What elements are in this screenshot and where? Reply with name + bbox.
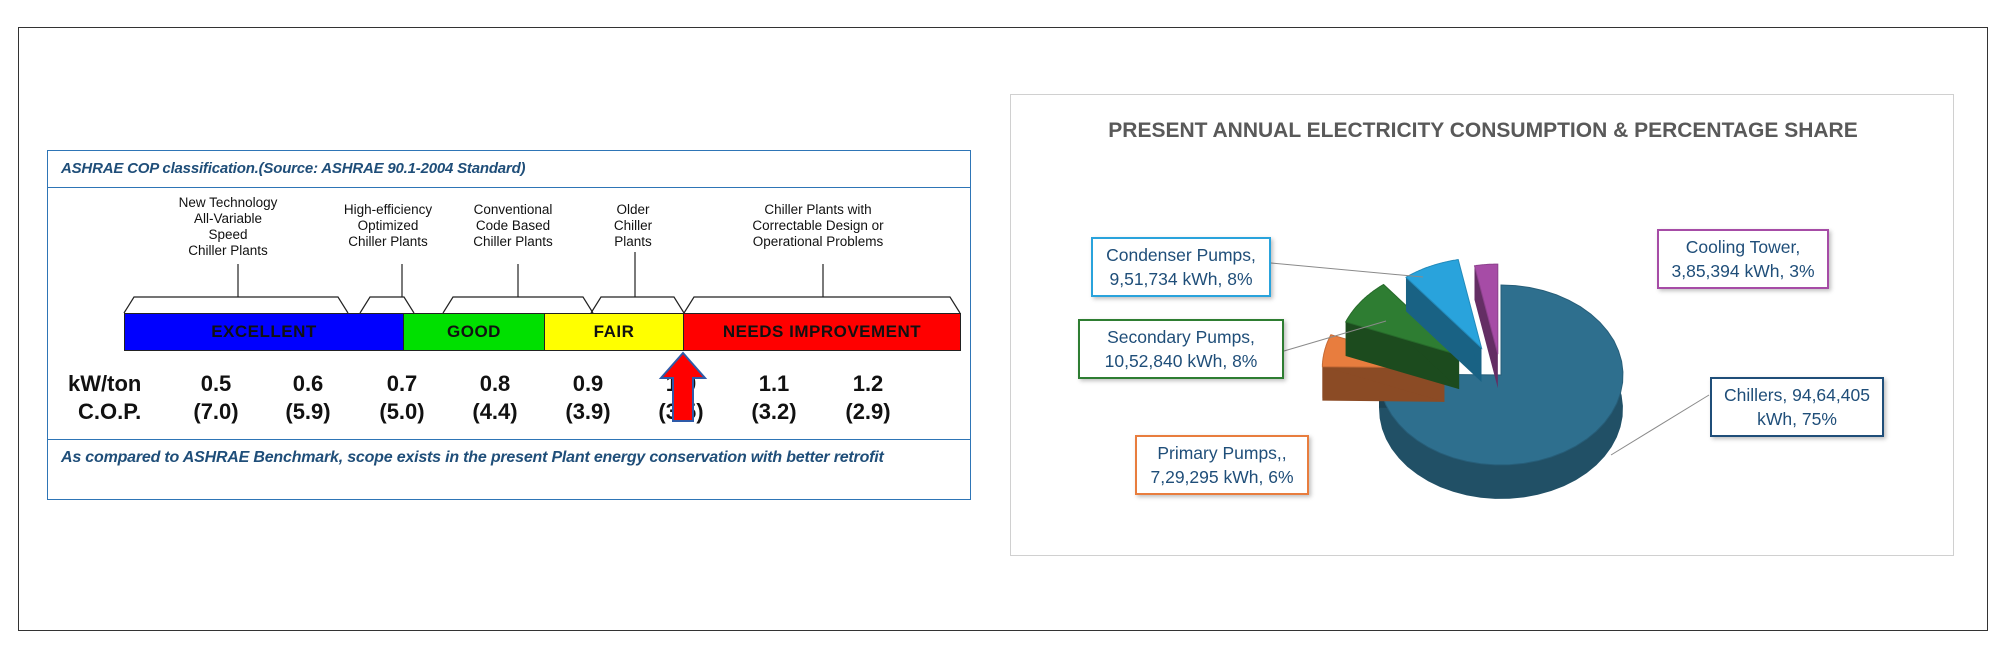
callout-secondary-pumps: Secondary Pumps, 10,52,840 kWh, 8% bbox=[1078, 319, 1284, 379]
pie-chart bbox=[1270, 259, 1710, 499]
cop-value: (3.9) bbox=[565, 399, 611, 424]
kw-value: 0.6 bbox=[292, 371, 324, 396]
band-good-label: GOOD bbox=[447, 322, 501, 341]
kw-value: 1.2 bbox=[852, 371, 884, 396]
figure-frame bbox=[18, 27, 1988, 631]
cop-value: (5.9) bbox=[285, 399, 331, 424]
pie-slice-cooling-tower bbox=[1473, 263, 1499, 389]
leader-line-chillers bbox=[1610, 394, 1710, 456]
band-needs-improvement-label: NEEDS IMPROVEMENT bbox=[722, 322, 922, 341]
ashrae-note: As compared to ASHRAE Benchmark, scope e… bbox=[61, 449, 884, 466]
kw-value: 0.5 bbox=[200, 371, 232, 396]
callout-primary-pumps: Primary Pumps,, 7,29,295 kWh, 6% bbox=[1135, 435, 1309, 495]
ashrae-classification-panel: ASHRAE COP classification.(Source: ASHRA… bbox=[47, 150, 971, 500]
pie-chart-panel: PRESENT ANNUAL ELECTRICITY CONSUMPTION &… bbox=[1010, 94, 1954, 556]
pie-slice-condenser-pumps-top bbox=[1405, 259, 1483, 350]
pie-slice-secondary-pumps-top bbox=[1344, 283, 1460, 356]
ashrae-title: ASHRAE COP classification.(Source: ASHRA… bbox=[61, 160, 526, 177]
pie-slice-condenser-pumps bbox=[1405, 259, 1483, 382]
ashrae-header: ASHRAE COP classification.(Source: ASHRA… bbox=[48, 151, 970, 188]
leader-line-condenser-pumps bbox=[1270, 262, 1424, 278]
kw-value: 0.9 bbox=[572, 371, 604, 396]
cop-value: (7.0) bbox=[193, 399, 239, 424]
band-needs-improvement: NEEDS IMPROVEMENT bbox=[683, 313, 961, 351]
category-label: Older Chiller Plants bbox=[613, 202, 653, 249]
band-excellent-label: EXCELLENT bbox=[211, 322, 317, 341]
band-fair: FAIR bbox=[544, 313, 684, 351]
kw-value: 0.7 bbox=[386, 371, 418, 396]
callout-condenser-pumps: Condenser Pumps, 9,51,734 kWh, 8% bbox=[1091, 237, 1271, 297]
pie-slice-chillers-top bbox=[1378, 284, 1624, 466]
pie-slice-cooling-tower-edge bbox=[1474, 265, 1498, 389]
callout-cooling-tower: Cooling Tower, 3,85,394 kWh, 3% bbox=[1657, 229, 1829, 289]
pie-slice-secondary-pumps-edge bbox=[1345, 321, 1460, 390]
band-fair-label: FAIR bbox=[593, 322, 635, 341]
cop-value: (3.2) bbox=[751, 399, 797, 424]
pie-slice-cooling-tower-top bbox=[1473, 263, 1499, 355]
cop-value: (2.9) bbox=[845, 399, 891, 424]
current-performance-arrow bbox=[658, 351, 708, 422]
cop-value: (4.4) bbox=[472, 399, 518, 424]
category-label: Conventional Code Based Chiller Plants bbox=[473, 202, 553, 249]
cop-label: C.O.P. bbox=[78, 399, 142, 424]
chart-title: PRESENT ANNUAL ELECTRICITY CONSUMPTION &… bbox=[1108, 119, 1858, 142]
kw-value: 1.1 bbox=[758, 371, 790, 396]
kw-value: 0.8 bbox=[479, 371, 511, 396]
cop-value: (5.0) bbox=[379, 399, 425, 424]
band-good: GOOD bbox=[403, 313, 545, 351]
category-label: New Technology All-Variable Speed Chille… bbox=[178, 195, 278, 258]
ashrae-footer-divider bbox=[48, 439, 970, 441]
pie-slice-condenser-pumps-edge bbox=[1405, 277, 1482, 382]
callout-chillers: Chillers, 94,64,405 kWh, 75% bbox=[1710, 377, 1884, 437]
pie-slice-secondary-pumps bbox=[1344, 283, 1460, 390]
category-brackets bbox=[123, 252, 961, 314]
band-excellent: EXCELLENT bbox=[124, 313, 404, 351]
kw-per-ton-label: kW/ton bbox=[68, 371, 142, 396]
leader-line-secondary-pumps bbox=[1283, 320, 1387, 352]
category-label: High-efficiency Optimized Chiller Plants bbox=[343, 202, 433, 249]
category-label: Chiller Plants with Correctable Design o… bbox=[752, 202, 884, 249]
